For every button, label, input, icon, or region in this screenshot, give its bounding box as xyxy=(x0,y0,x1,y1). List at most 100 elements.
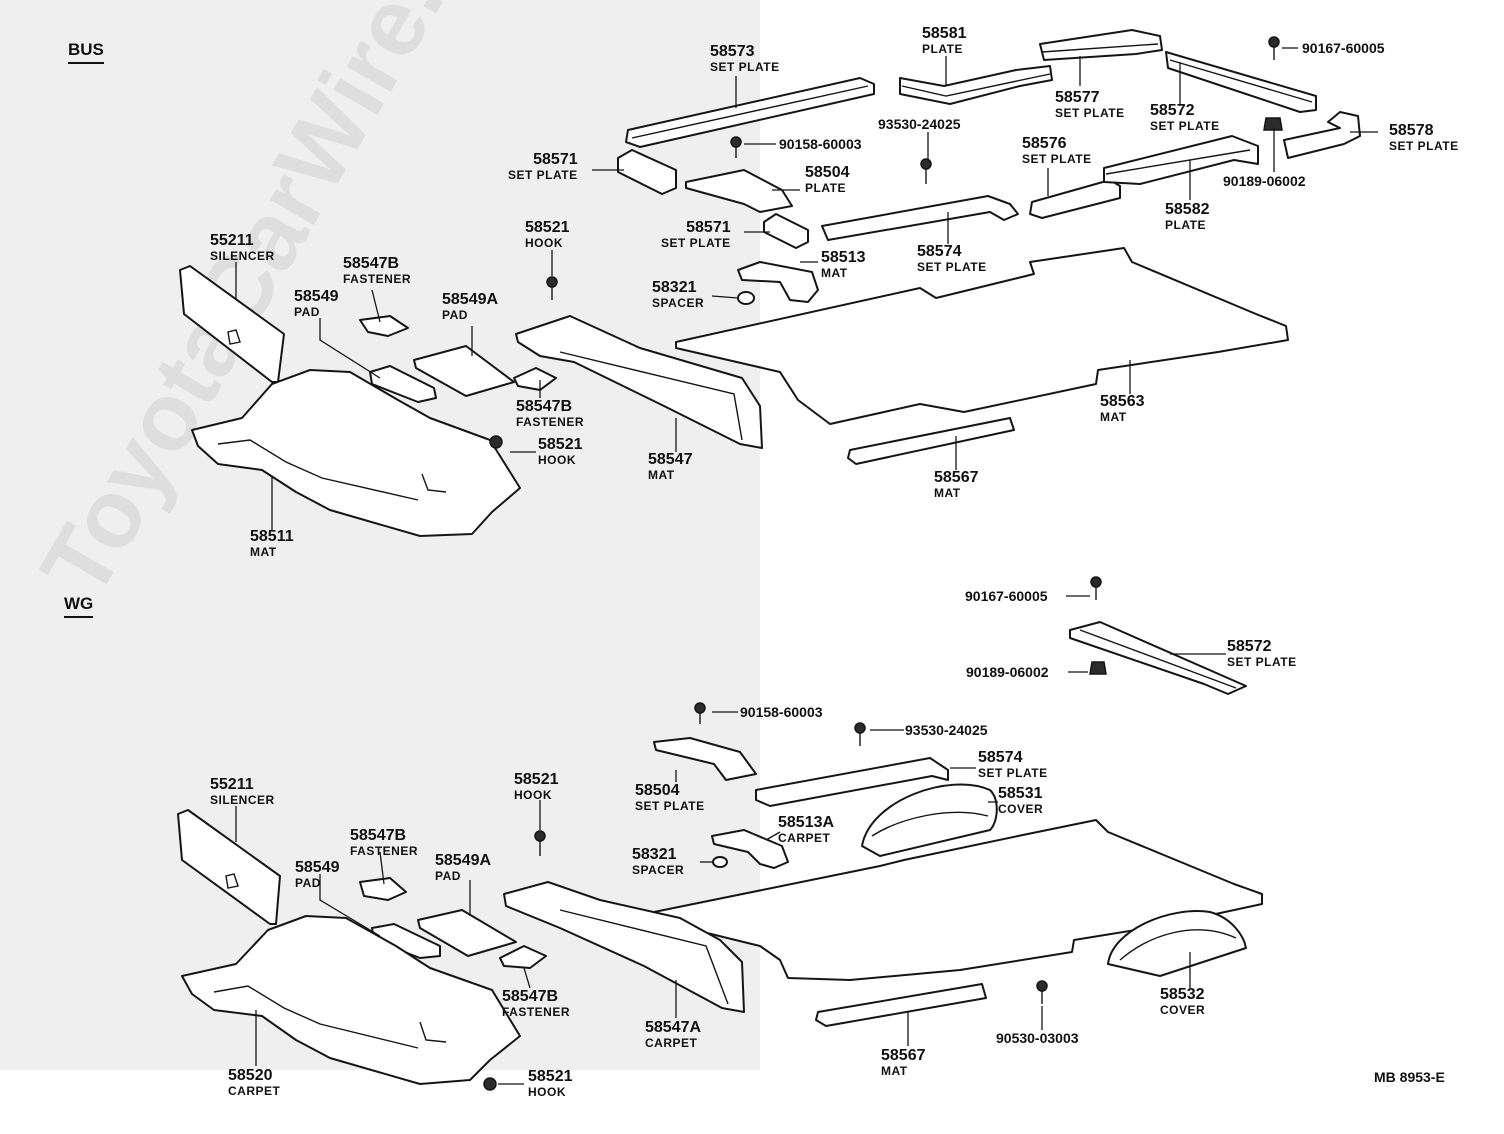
part-number: 58521 xyxy=(525,219,570,236)
callout-93530-24025-wg: 93530-24025 xyxy=(905,723,988,737)
bus-parts xyxy=(179,29,1361,537)
part-58549A-pad-wg xyxy=(417,909,517,957)
hook-58521-lower xyxy=(489,435,503,449)
part-number: 58578 xyxy=(1389,122,1434,139)
part-name: SET PLATE xyxy=(710,60,780,74)
part-number: 58520 xyxy=(228,1067,273,1084)
part-58520-carpet xyxy=(181,915,521,1085)
part-58531-cover xyxy=(861,783,998,857)
part-number: 58577 xyxy=(1055,89,1100,106)
part-58547-mat xyxy=(515,315,763,449)
part-58513-mat xyxy=(737,261,819,303)
part-58547B-fastener-upper-wg xyxy=(359,877,407,901)
part-number: 58547B xyxy=(516,398,573,415)
part-number: 58549 xyxy=(295,859,340,876)
part-name: PAD xyxy=(294,305,320,319)
part-name: HOOK xyxy=(528,1085,566,1099)
part-name: FASTENER xyxy=(343,272,412,286)
part-58572-set-plate-wg xyxy=(1069,621,1247,695)
part-name: PLATE xyxy=(922,42,963,56)
part-58547A-carpet xyxy=(503,881,745,1013)
part-name: MAT xyxy=(881,1064,908,1078)
part-number: 93530-24025 xyxy=(905,722,988,738)
part-number: 90158-60003 xyxy=(740,704,823,720)
part-number: 58532 xyxy=(1160,986,1205,1003)
part-name: PAD xyxy=(435,869,461,883)
part-name: SILENCER xyxy=(210,793,275,807)
part-number: 58521 xyxy=(514,771,559,788)
part-58581-plate xyxy=(899,65,1053,105)
part-number: 90167-60005 xyxy=(1302,40,1385,56)
part-name: FASTENER xyxy=(502,1005,571,1019)
part-name: PAD xyxy=(295,876,321,890)
part-name: MAT xyxy=(648,468,675,482)
part-number: 58567 xyxy=(934,469,979,486)
screw-90158-head xyxy=(730,136,742,148)
part-name: HOOK xyxy=(514,788,552,802)
part-number: 58574 xyxy=(978,749,1023,766)
screw-90530-head xyxy=(1036,980,1048,992)
part-name: SPACER xyxy=(632,863,685,877)
part-number: 58547B xyxy=(502,988,559,1005)
wg-fasteners xyxy=(483,576,1107,1091)
part-58504-plate xyxy=(685,169,793,213)
part-58532-cover xyxy=(1107,910,1247,977)
part-number: 55211 xyxy=(210,776,254,793)
screw-93530-head-wg xyxy=(854,722,866,734)
screw-90158-head-wg xyxy=(694,702,706,714)
screw-93530-head xyxy=(920,158,932,170)
callout-90158-60003-wg: 90158-60003 xyxy=(740,705,823,719)
section-header-bus: BUS xyxy=(68,40,104,64)
part-58321-spacer xyxy=(737,291,755,305)
part-number: 58511 xyxy=(250,528,294,545)
clip-90189-wg xyxy=(1089,661,1107,675)
part-55211-silencer-wg xyxy=(177,809,281,925)
part-number: 58582 xyxy=(1165,201,1210,218)
part-58511-mat xyxy=(191,369,521,537)
part-number: 58531 xyxy=(998,785,1043,802)
part-name: FASTENER xyxy=(350,844,419,858)
part-number: 58571 xyxy=(686,219,731,236)
part-58577-set-plate xyxy=(1039,29,1163,61)
part-number: 90530-03003 xyxy=(996,1030,1079,1046)
part-name: MAT xyxy=(934,486,961,500)
part-number: 58563 xyxy=(1100,393,1145,410)
part-name: MAT xyxy=(250,545,277,559)
part-name: SET PLATE xyxy=(1389,139,1459,153)
part-58567-mat xyxy=(847,417,1015,465)
part-number: 90189-06002 xyxy=(966,664,1049,680)
part-name: FASTENER xyxy=(516,415,585,429)
part-58321-spacer-wg xyxy=(712,856,728,868)
part-number: 58572 xyxy=(1150,102,1195,119)
part-number: 58549A xyxy=(442,291,499,308)
part-58576-set-plate xyxy=(1029,179,1121,219)
figure-reference: MB 8953-E xyxy=(1374,1069,1445,1085)
part-name: CARPET xyxy=(778,831,831,845)
part-number: 90158-60003 xyxy=(779,136,862,152)
part-number: 58573 xyxy=(710,43,755,60)
part-58567-mat-wg xyxy=(815,983,987,1027)
part-name: CARPET xyxy=(228,1084,281,1098)
